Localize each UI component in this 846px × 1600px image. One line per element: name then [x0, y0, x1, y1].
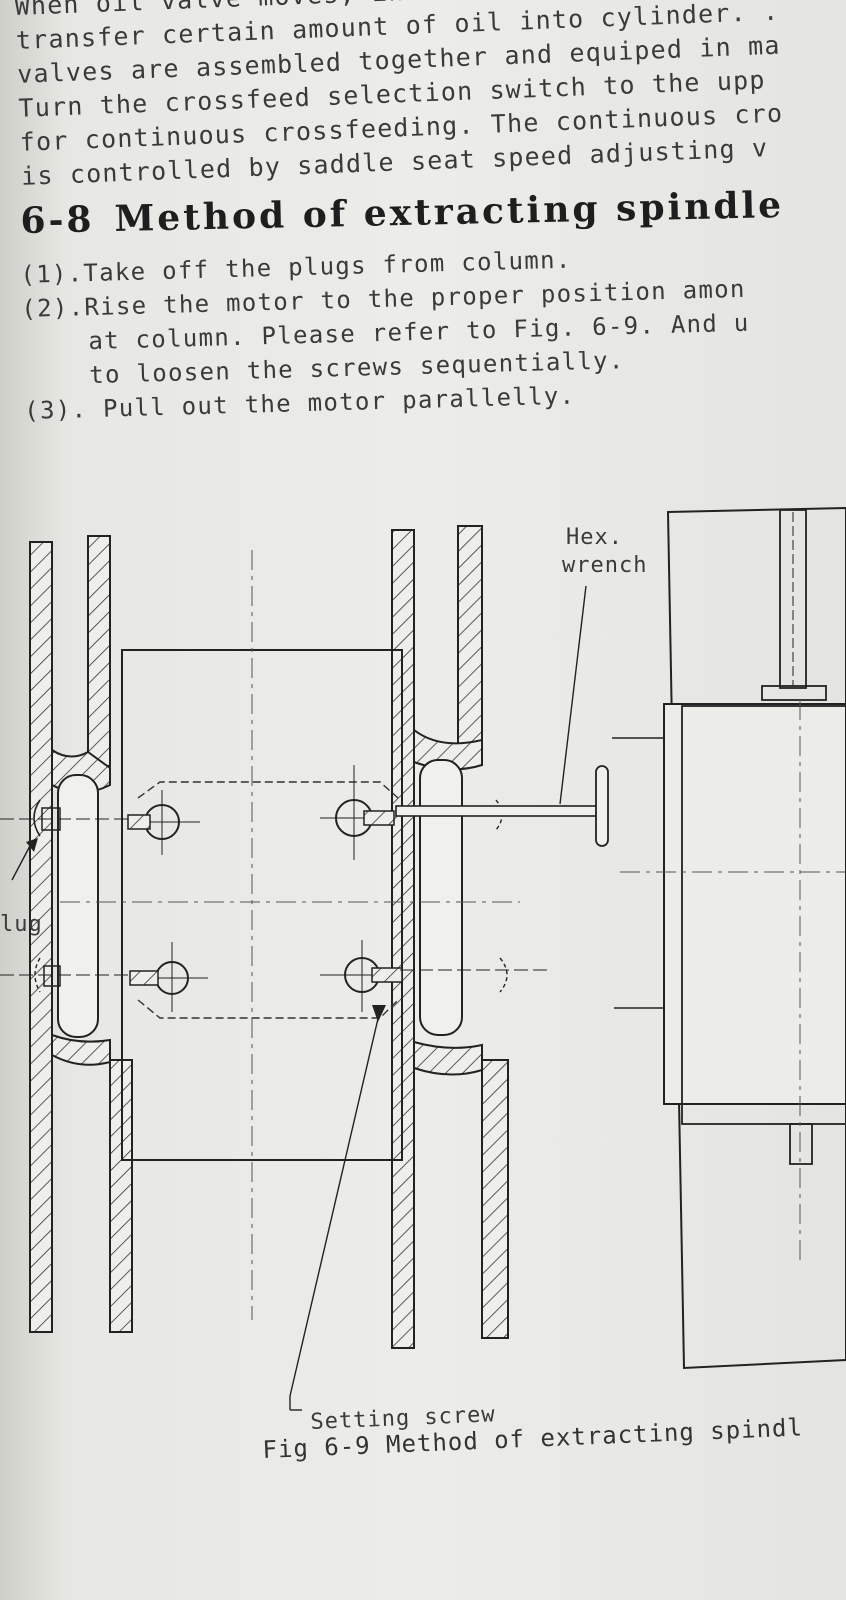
section-title: Method of extracting spindle: [114, 184, 785, 241]
motor-side-view: [612, 506, 846, 1370]
section-number: 6-8: [20, 198, 95, 242]
intro-paragraph: When oil valve moves, intermittent cross…: [14, 0, 846, 194]
setting-screws: [127, 765, 403, 1012]
hex-wrench: [11, 585, 609, 1411]
steps-list: (1).Take off the plugs from column. (2).…: [20, 238, 752, 428]
column-right-wall: [391, 525, 509, 1349]
plug-label: lug: [0, 912, 43, 937]
motor-block: [60, 550, 520, 1320]
column-left-wall: [29, 535, 133, 1333]
hex-wrench-label: wrench: [562, 553, 648, 578]
hex-wrench-label: Hex.: [566, 525, 623, 550]
technical-drawing: [0, 506, 846, 1411]
section-heading: 6-8 Method of extracting spindle: [20, 184, 785, 242]
